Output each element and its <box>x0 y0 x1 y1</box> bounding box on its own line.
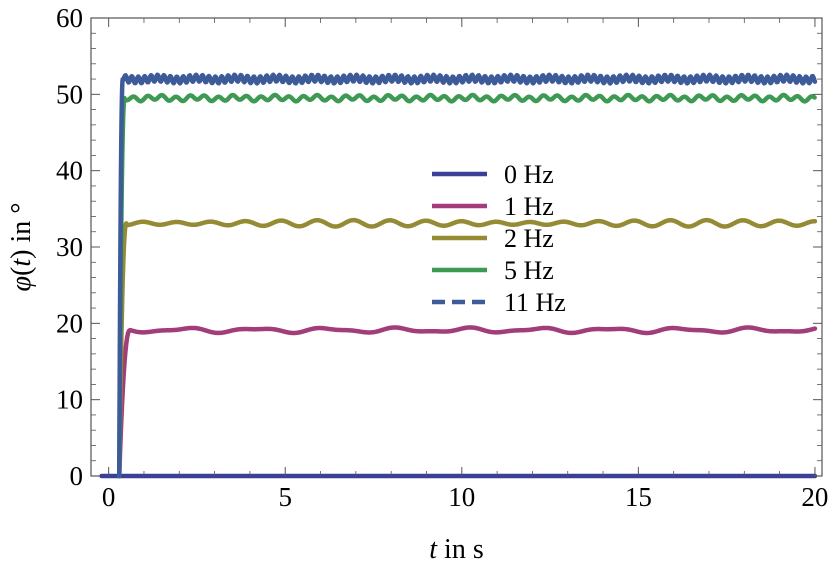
legend-label: 2 Hz <box>504 224 554 253</box>
plot-area <box>99 72 818 479</box>
y-tick-label: 0 <box>70 461 84 491</box>
legend-label: 1 Hz <box>504 192 554 221</box>
x-axis-label: t in s <box>429 534 483 565</box>
y-tick-label: 10 <box>56 385 83 415</box>
y-axis-label-var: φ <box>6 276 37 292</box>
y-tick-label: 50 <box>56 79 83 109</box>
y-tick-label: 30 <box>56 232 83 262</box>
series-line <box>117 72 818 479</box>
y-axis-label-paren-var: t <box>6 258 37 267</box>
legend-label: 5 Hz <box>504 256 554 285</box>
y-axis-label-rest: ) in ° <box>6 203 37 259</box>
series-line <box>117 325 818 479</box>
series-line <box>117 217 818 479</box>
y-axis-label: φ(t) in ° <box>6 203 37 292</box>
legend-label: 0 Hz <box>504 160 554 189</box>
legend-label: 11 Hz <box>504 288 566 317</box>
x-tick-label: 20 <box>801 482 828 512</box>
x-axis-label-var: t <box>429 534 438 565</box>
x-tick-label: 10 <box>448 482 475 512</box>
y-tick-label: 40 <box>56 156 83 186</box>
plot-frame <box>90 17 823 477</box>
x-tick-label: 0 <box>102 482 116 512</box>
series-line <box>117 92 817 479</box>
axis-ticks: 0 5 10 15 20 0 10 20 30 40 50 60 <box>56 3 828 512</box>
y-axis-label-paren-open: ( <box>6 267 37 276</box>
y-tick-label: 60 <box>56 3 83 33</box>
y-tick-label: 20 <box>56 308 83 338</box>
x-tick-label: 15 <box>625 482 652 512</box>
x-axis-label-rest: in s <box>437 534 484 565</box>
legend: 0 Hz 1 Hz 2 Hz 5 Hz 11 Hz <box>432 160 566 317</box>
x-tick-label: 5 <box>278 482 292 512</box>
